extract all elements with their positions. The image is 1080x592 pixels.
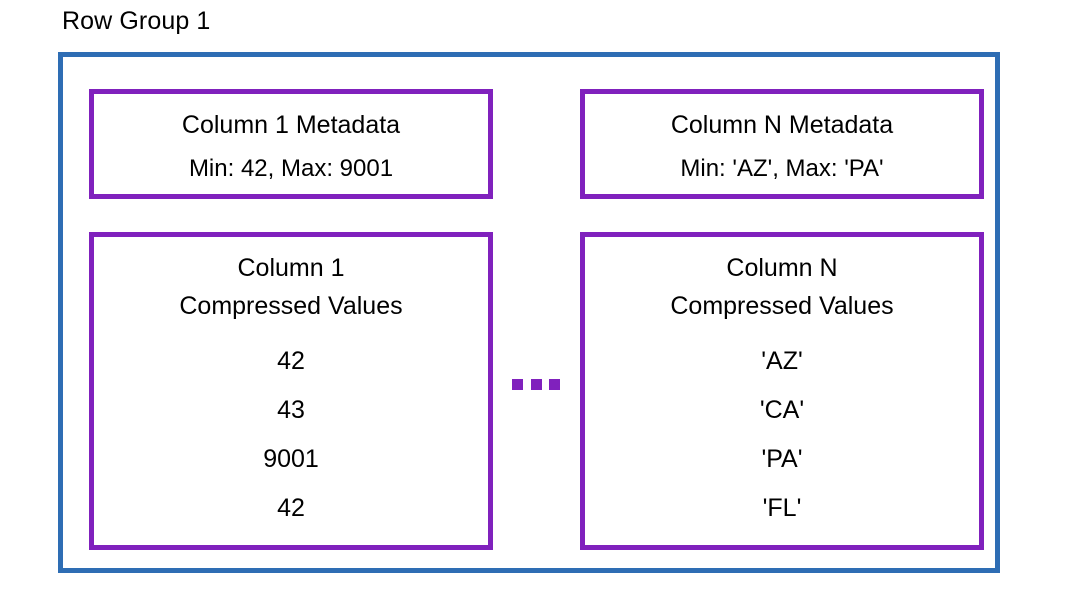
column-1-metadata-title: Column 1 Metadata	[181, 111, 401, 139]
column-stack-n: Column N Metadata Min: 'AZ', Max: 'PA' C…	[580, 89, 984, 550]
column-n-metadata-box: Column N Metadata Min: 'AZ', Max: 'PA'	[580, 89, 984, 199]
column-stack-1: Column 1 Metadata Min: 42, Max: 9001 Col…	[89, 89, 493, 550]
column-n-value: 'AZ'	[761, 347, 803, 375]
column-1-value: 43	[277, 396, 305, 424]
row-group-title: Row Group 1	[62, 7, 211, 35]
column-1-values-title-line2: Compressed Values	[179, 292, 403, 320]
column-1-values-box: Column 1 Compressed Values 42 43 9001 42	[89, 232, 493, 550]
column-1-value: 42	[277, 347, 305, 375]
column-n-values-title-line1: Column N	[726, 254, 838, 282]
column-1-values-title-line1: Column 1	[237, 254, 345, 282]
column-n-metadata-stats: Min: 'AZ', Max: 'PA'	[680, 155, 884, 182]
column-n-values-title-line2: Compressed Values	[670, 292, 894, 320]
column-1-value-list: 42 43 9001 42	[94, 337, 488, 533]
column-1-value: 9001	[263, 445, 319, 473]
column-1-metadata-box: Column 1 Metadata Min: 42, Max: 9001	[89, 89, 493, 199]
row-group-container: Column 1 Metadata Min: 42, Max: 9001 Col…	[58, 52, 1000, 573]
column-n-metadata-title: Column N Metadata	[670, 111, 894, 139]
ellipsis-dot	[512, 378, 523, 390]
column-n-value-list: 'AZ' 'CA' 'PA' 'FL'	[585, 337, 979, 533]
ellipsis-dot	[549, 378, 560, 390]
column-n-values-box: Column N Compressed Values 'AZ' 'CA' 'PA…	[580, 232, 984, 550]
column-1-value: 42	[277, 494, 305, 522]
column-n-value: 'FL'	[762, 494, 802, 522]
column-1-metadata-stats: Min: 42, Max: 9001	[188, 155, 394, 182]
ellipsis-dot	[530, 378, 542, 390]
columns-ellipsis-icon	[512, 373, 560, 395]
column-n-value: 'PA'	[761, 445, 803, 473]
columns-area: Column 1 Metadata Min: 42, Max: 9001 Col…	[63, 57, 1005, 578]
column-n-value: 'CA'	[759, 396, 805, 424]
